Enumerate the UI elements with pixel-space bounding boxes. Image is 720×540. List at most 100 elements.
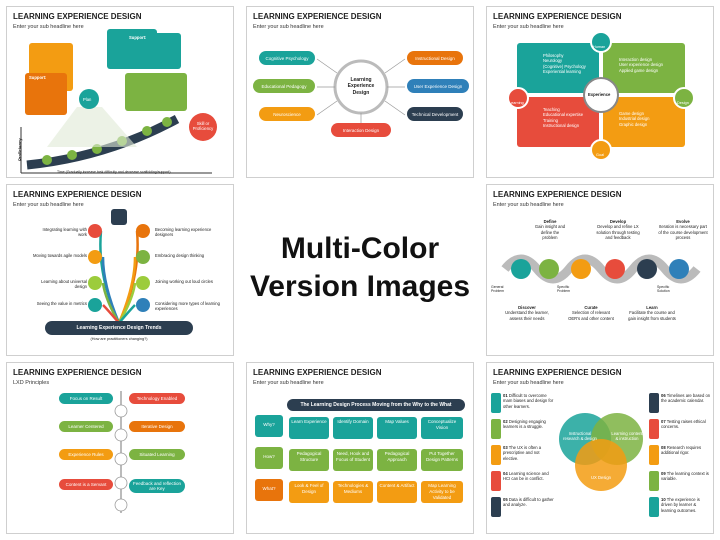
principle-left-4: Content is a Servant <box>59 479 113 490</box>
issue-05: 05 Data is difficult to gather and analy… <box>503 497 554 508</box>
center-heading-line1: Multi-Color <box>280 232 440 265</box>
trends-banner-sub: (How are practitioners changing?) <box>90 337 148 341</box>
goal-label: Goal <box>596 153 605 157</box>
slide-thumb-6[interactable]: LEARNING EXPERIENCE DESIGN LXD Principle… <box>6 362 234 534</box>
growth-diagram <box>20 29 217 174</box>
small-specific-problem: Specific Problem <box>557 285 571 294</box>
slide-subtitle: LXD Principles <box>13 380 50 386</box>
hub-left-1: Cognitive Psychology <box>259 51 315 65</box>
experience-circle <box>583 77 619 113</box>
slide-subtitle: Enter your sub headline here <box>493 380 564 386</box>
venn-label-2: Learning content & instruction <box>611 431 643 442</box>
issue-07: 07 Testing raises ethical concerns. <box>661 419 706 430</box>
how-cell-2: Need, Hook and Focus of Student <box>333 449 373 471</box>
center-heading-line2: Version Images <box>249 270 471 303</box>
why-cell-3: Map Values <box>377 417 417 439</box>
slide-title: LEARNING EXPERIENCE DESIGN <box>13 190 142 199</box>
trends-banner: Learning Experience Design Trends <box>76 325 162 331</box>
principle-right-1: Technology Enabled <box>129 393 185 404</box>
hub-right-3: Technical Development <box>407 107 463 121</box>
tree-right-4: Considering more types of learning exper… <box>155 301 220 312</box>
learning-circle <box>507 87 529 109</box>
what-cell-4: Map Learning Activity to be Validated <box>421 481 463 503</box>
tree-left-1: Integrating learning with work <box>42 227 87 238</box>
tree-diagram <box>45 209 193 335</box>
venn-label-1: Instructional research & design <box>563 431 597 442</box>
how-cell-4: Put Together Design Patterns <box>421 449 463 471</box>
issue-06: 06 Timelines are based on the academic c… <box>661 393 711 404</box>
hub-center-label: Learning Experience Design <box>347 77 375 96</box>
slide-thumb-7[interactable]: LEARNING EXPERIENCE DESIGN Enter your su… <box>246 362 474 534</box>
slide-thumb-3[interactable]: LEARNING EXPERIENCE DESIGN Enter your su… <box>486 6 714 178</box>
learning-label: Learning <box>509 101 524 105</box>
hub-left-2: Educational Pedagogy <box>253 79 315 93</box>
why-cell-1: Learn Experience <box>289 417 329 439</box>
issue-02: 02 Designing engaging learners is a stru… <box>503 419 546 430</box>
tree-right-2: Embracing design thinking <box>155 253 205 258</box>
tree-left-2: Moving towards agile models <box>33 253 87 258</box>
center-heading: Multi-Color Version Images <box>244 230 476 306</box>
principle-right-4: Feedback and reflection are Key <box>129 479 185 493</box>
slide-thumb-8[interactable]: LEARNING EXPERIENCE DESIGN Enter your su… <box>486 362 714 534</box>
support-label-2: Support: <box>29 75 47 80</box>
quad-tr <box>603 43 685 93</box>
hub-diagram <box>316 58 406 123</box>
tree-left-3: Learning about universal design <box>41 279 87 290</box>
plan-label: Plan <box>83 97 92 102</box>
process-header: The Learning Design Process Moving from … <box>287 399 465 411</box>
row-label-what: What? <box>255 479 283 501</box>
x-axis-label: Time (Gradually increase task difficulty… <box>57 170 171 174</box>
slide-thumb-5[interactable]: LEARNING EXPERIENCE DESIGN Enter your su… <box>486 184 714 356</box>
tree-right-3: Joining working out loud circles <box>155 279 213 284</box>
issue-09: 09 The learning context is variable. <box>661 471 709 482</box>
venn-label-3: UX Design <box>590 475 611 480</box>
quad-br <box>603 97 685 147</box>
hub-right-2: User Experience Design <box>407 79 469 93</box>
principle-right-2: Iterative Design <box>129 421 185 432</box>
row-label-how: How? <box>255 447 283 469</box>
principle-left-1: Focus on Result <box>59 393 113 404</box>
slide-subtitle: Enter your sub headline here <box>493 202 564 208</box>
slide-thumb-4[interactable]: LEARNING EXPERIENCE DESIGN Enter your su… <box>6 184 234 356</box>
issue-10: 10 The experience is driven by learner &… <box>661 497 700 513</box>
small-specific-solution: Specific Solution <box>657 285 670 294</box>
hub-right-1: Instructional Design <box>407 51 463 65</box>
why-cell-4: Conceptualize Vision <box>421 417 463 439</box>
y-axis-label: Proficiency <box>17 138 23 161</box>
principle-right-3: Situated Learning <box>129 449 185 460</box>
how-cell-3: Pedagogical Approach <box>377 449 417 471</box>
what-cell-1: Look & Feel of Design <box>289 481 329 503</box>
slide-subtitle: Enter your sub headline here <box>253 24 324 30</box>
slide-title: LEARNING EXPERIENCE DESIGN <box>493 190 622 199</box>
experience-label: Experience <box>588 92 611 97</box>
slide-title: LEARNING EXPERIENCE DESIGN <box>493 12 622 21</box>
human-circle <box>590 31 612 53</box>
skill-label: Skill or Proficiency <box>192 121 214 132</box>
slide-title: LEARNING EXPERIENCE DESIGN <box>13 368 142 377</box>
slide-thumb-1[interactable]: LEARNING EXPERIENCE DESIGN Enter your su… <box>6 6 234 178</box>
slide-title: LEARNING EXPERIENCE DESIGN <box>13 12 142 21</box>
hub-bottom: Interaction Design <box>331 123 391 137</box>
human-label: Human <box>593 45 606 49</box>
slide-thumb-2[interactable]: LEARNING EXPERIENCE DESIGN Enter your su… <box>246 6 474 178</box>
why-cell-2: Identify Domain <box>333 417 373 439</box>
slide-subtitle: Enter your sub headline here <box>253 380 324 386</box>
venn-diagram <box>491 393 659 517</box>
issue-01: 01 Difficult to overcome mam biases and … <box>503 393 554 409</box>
hub-left-3: Neuroscience <box>259 107 315 121</box>
how-cell-1: Pedagogical Structure <box>289 449 329 471</box>
slide-title: LEARNING EXPERIENCE DESIGN <box>253 368 382 377</box>
issue-08: 08 Research requires additional rigor. <box>661 445 702 456</box>
principles-spine <box>114 391 128 513</box>
tree-right-1: Becoming learning experience designers <box>155 227 212 238</box>
what-cell-3: Content & Artifact <box>377 481 417 503</box>
goal-circle <box>590 139 612 161</box>
